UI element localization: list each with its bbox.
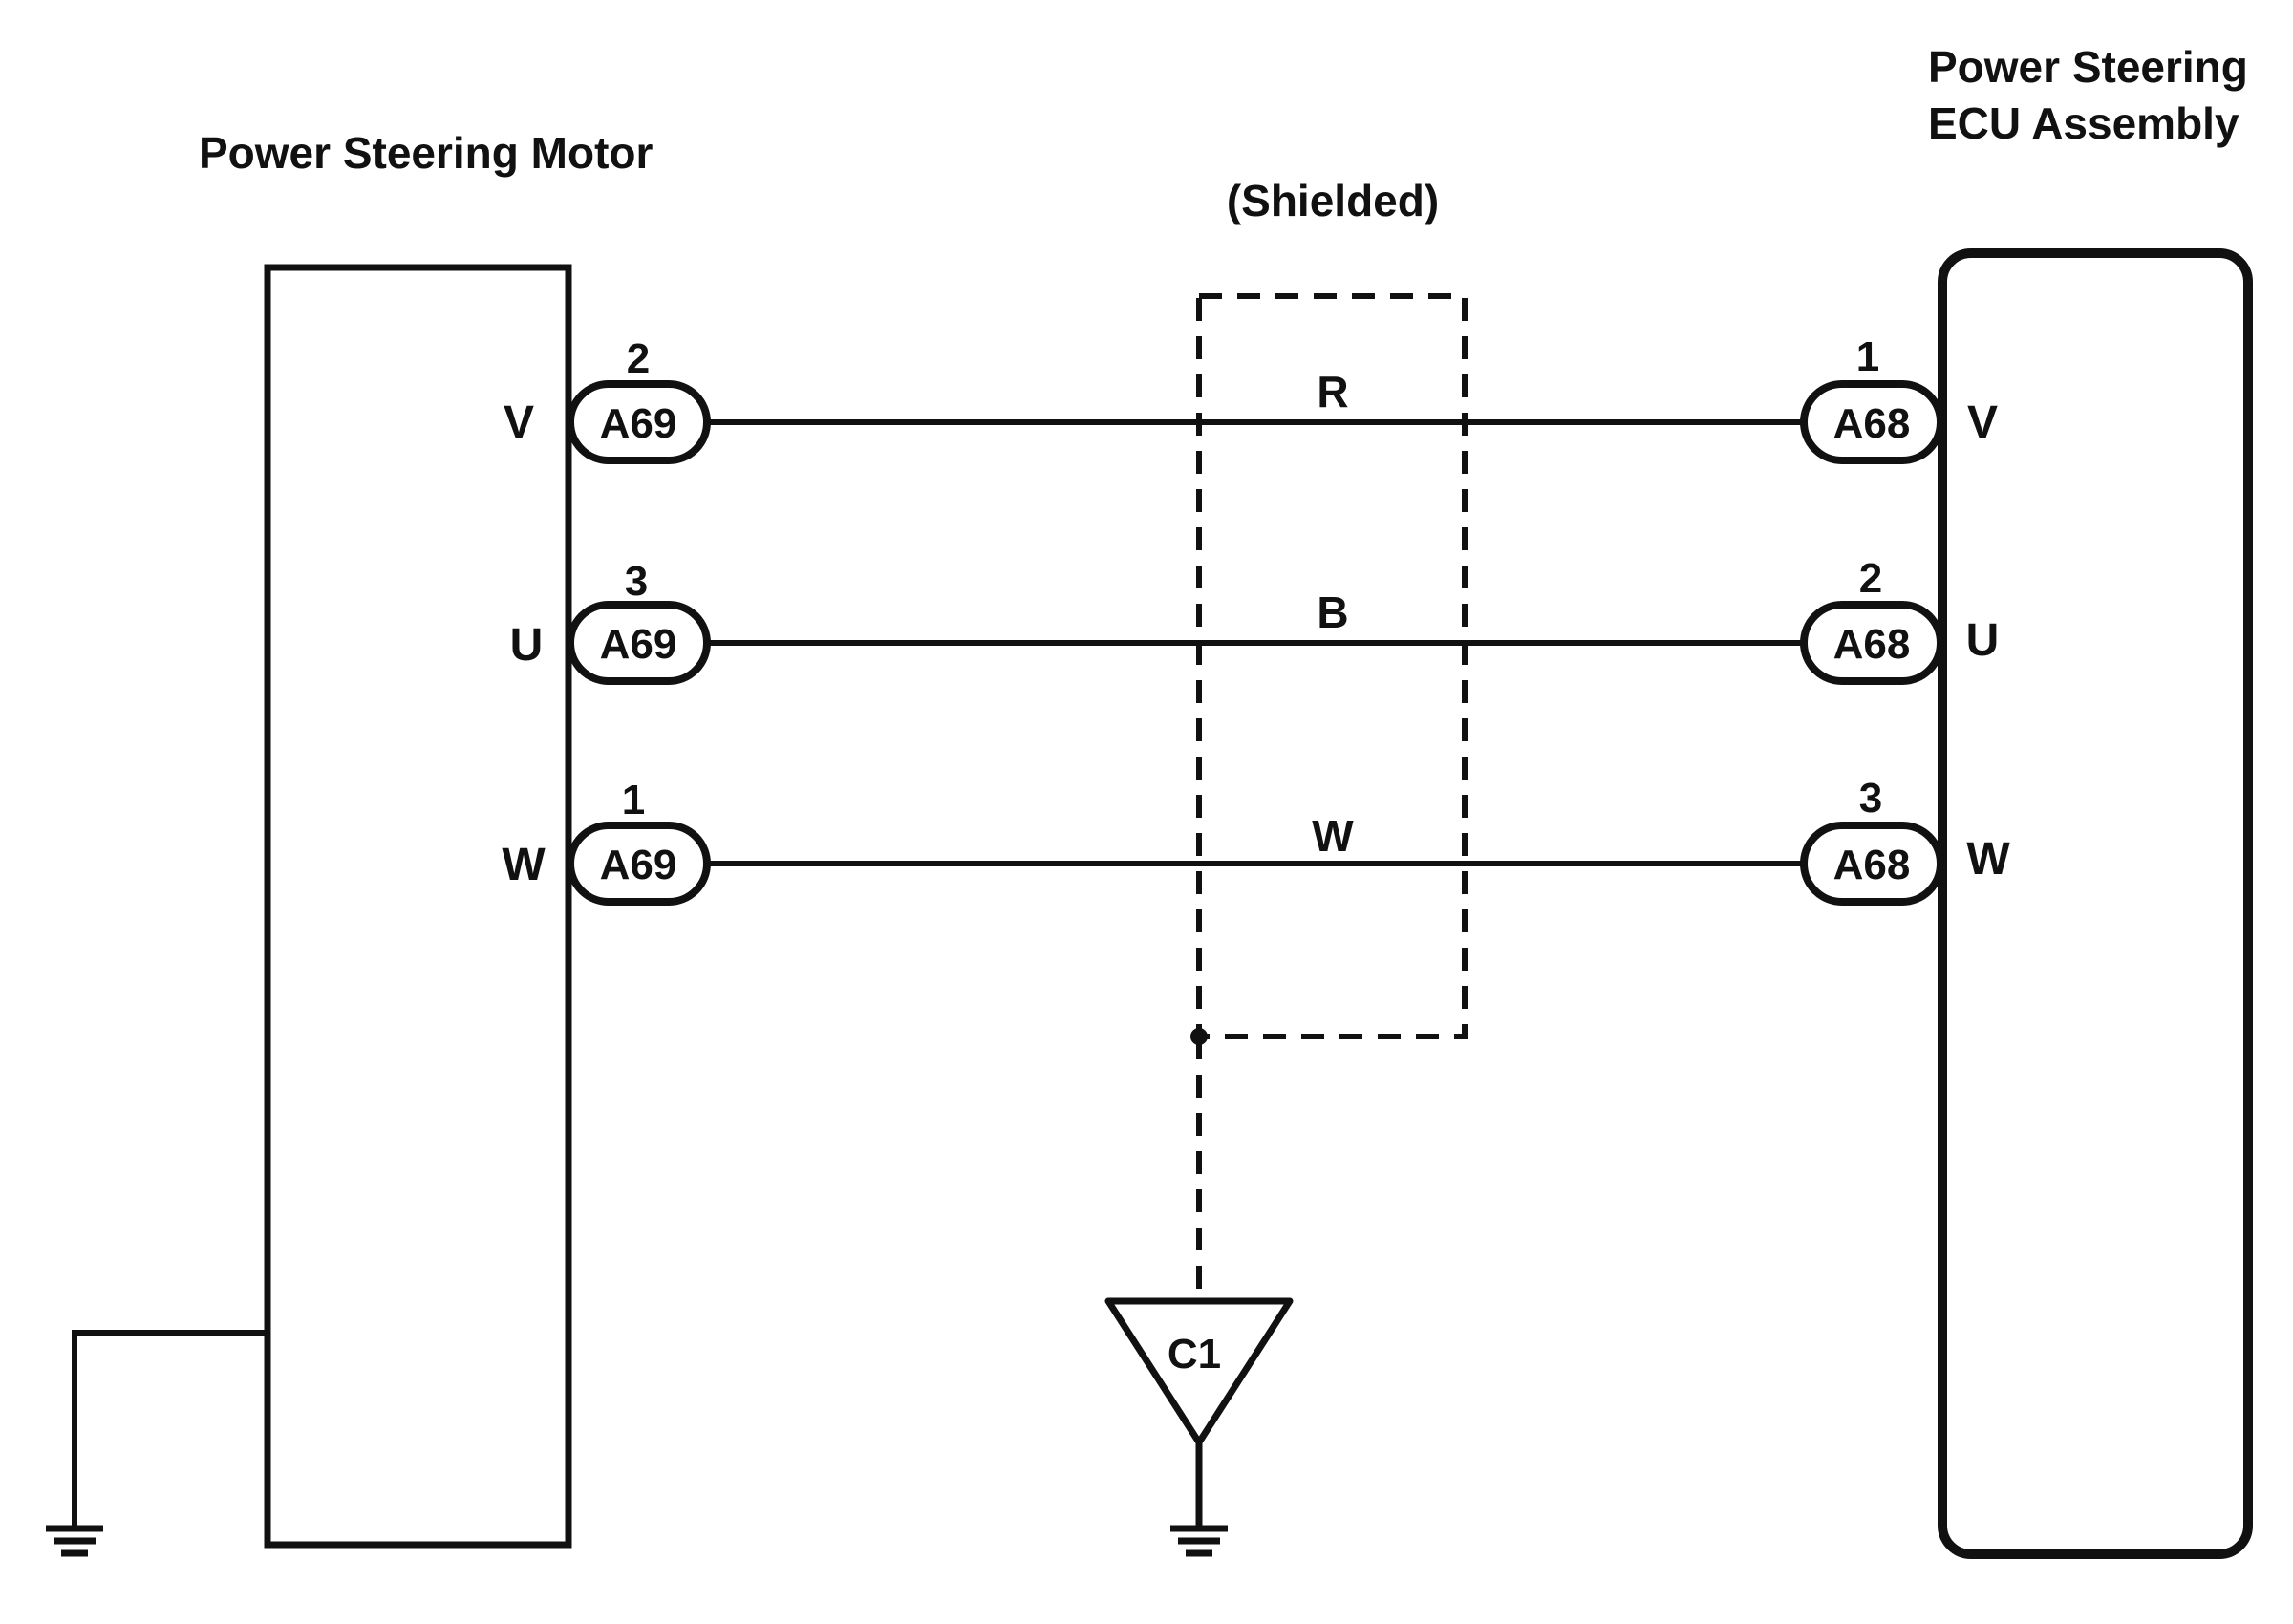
ecu-connector-pill [1800, 601, 1944, 685]
ground-icon [1170, 1525, 1228, 1557]
ground-connector-triangle [1104, 1297, 1294, 1446]
ecu-title-line1: Power Steering [1928, 42, 2248, 92]
ecu-connector-pill [1800, 380, 1944, 464]
ecu-box [1938, 248, 2253, 1559]
motor-connector-pill [567, 380, 711, 464]
ecu-phase-label: U [1966, 615, 2000, 666]
ecu-phase-label: W [1966, 834, 2010, 885]
ground-connector-label: C1 [1168, 1331, 1221, 1378]
motor-ground-wire [72, 1330, 268, 1528]
wire-w: A69 A68 1 3 W W W [502, 775, 2010, 906]
ecu-connector-label: A68 [1833, 621, 1911, 668]
motor-phase-label: U [510, 620, 544, 671]
wire-color-code: B [1317, 588, 1348, 637]
motor-connector-label: A69 [600, 842, 677, 888]
motor-pin-number: 1 [622, 777, 645, 823]
motor-phase-label: V [504, 397, 534, 448]
ecu-pin-number: 1 [1856, 333, 1879, 380]
wire-v: A69 A68 2 1 V V R [504, 333, 1998, 464]
ecu-connector-label: A68 [1833, 400, 1911, 447]
ecu-title-line2: ECU Assembly [1928, 98, 2239, 148]
motor-phase-label: W [502, 840, 546, 890]
ecu-connector-pill [1800, 822, 1944, 906]
wire-u: A69 A68 3 2 U U B [510, 555, 2000, 685]
motor-title: Power Steering Motor [199, 128, 653, 178]
motor-pin-number: 2 [627, 335, 650, 382]
ecu-connector-label: A68 [1833, 842, 1911, 888]
motor-box [264, 264, 572, 1549]
shield-junction-dot [1190, 1028, 1208, 1045]
motor-connector-pill [567, 822, 711, 906]
ecu-phase-label: V [1967, 397, 1998, 448]
ecu-pin-number: 3 [1859, 775, 1882, 822]
motor-connector-label: A69 [600, 621, 677, 668]
ecu-pin-number: 2 [1859, 555, 1882, 602]
ground-icon [46, 1525, 103, 1557]
wire-color-code: W [1312, 811, 1354, 861]
motor-connector-pill [567, 601, 711, 685]
shield-label: (Shielded) [1227, 176, 1439, 225]
wire-color-code: R [1317, 367, 1348, 417]
motor-pin-number: 3 [625, 558, 648, 605]
shield-box [1196, 293, 1468, 1039]
motor-connector-label: A69 [600, 400, 677, 447]
